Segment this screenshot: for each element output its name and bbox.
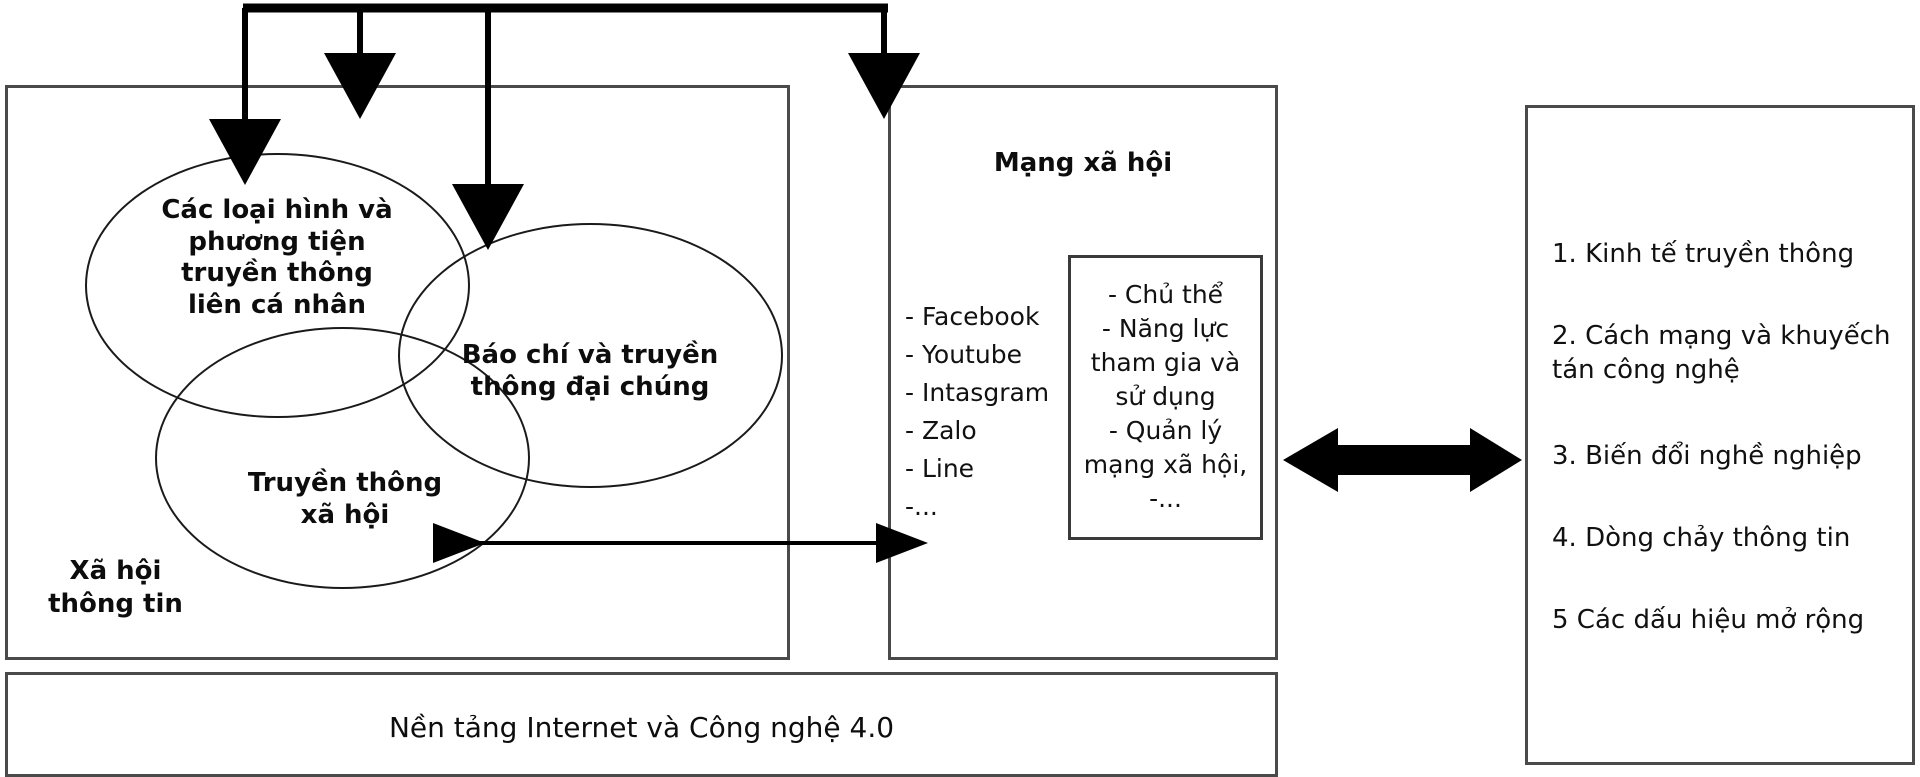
attribute-item: mạng xã hội, bbox=[1083, 450, 1248, 479]
impact-item: 2. Cách mạng và khuyếch tán công nghệ bbox=[1552, 321, 1891, 385]
impacts-box bbox=[1525, 105, 1915, 765]
impact-item: 1. Kinh tế truyền thông bbox=[1552, 239, 1855, 269]
attribute-item: -... bbox=[1149, 484, 1182, 513]
venn-label-interpersonal: Các loại hình và phương tiện truyền thôn… bbox=[161, 195, 393, 321]
attribute-item: - Quản lý bbox=[1108, 416, 1223, 445]
impact-item: 5 Các dấu hiệu mở rộng bbox=[1552, 605, 1865, 635]
social-network-attributes-box bbox=[1068, 255, 1263, 540]
double-arrow-network-impacts bbox=[1283, 428, 1522, 492]
attribute-item: tham gia và bbox=[1090, 348, 1241, 377]
impact-item: 4. Dòng chảy thông tin bbox=[1552, 523, 1851, 553]
social-network-platform-list: - Facebook - Youtube - Intasgram - Zalo - Li… bbox=[905, 298, 1075, 526]
platform-item: -... bbox=[905, 492, 938, 521]
information-society-label: Xã hội thông tin bbox=[48, 556, 183, 619]
social-network-attribute-list: - Chủ thể - Năng lực tham gia và sử dụng - Q… bbox=[1070, 278, 1261, 516]
platform-item: - Line bbox=[905, 454, 975, 483]
venn-label-mass-media: Báo chí và truyền thông đại chúng bbox=[461, 340, 719, 402]
foundation-bar-box bbox=[5, 672, 1278, 777]
venn-label-social-media: Truyền thông xã hội bbox=[247, 468, 443, 530]
platform-item: - Zalo bbox=[905, 416, 977, 445]
platform-item: - Intasgram bbox=[905, 378, 1050, 407]
venn-ellipse-social-media bbox=[155, 327, 530, 589]
platform-item: - Facebook bbox=[905, 302, 1040, 331]
social-network-title: Mạng xã hội bbox=[993, 148, 1173, 178]
platform-item: - Youtube bbox=[905, 340, 1022, 369]
foundation-bar-label: Nền tảng Internet và Công nghệ 4.0 bbox=[388, 711, 895, 744]
attribute-item: - Năng lực bbox=[1101, 314, 1230, 343]
attribute-item: sử dụng bbox=[1115, 382, 1216, 411]
impact-item: 3. Biến đổi nghề nghiệp bbox=[1552, 441, 1862, 471]
attribute-item: - Chủ thể bbox=[1107, 280, 1224, 309]
